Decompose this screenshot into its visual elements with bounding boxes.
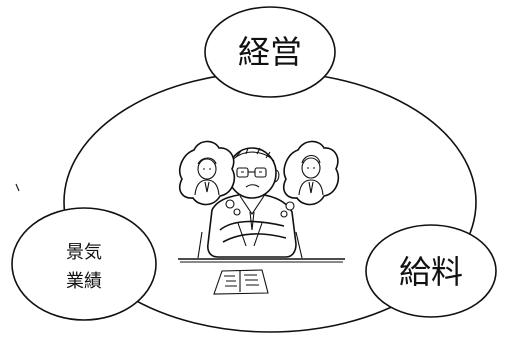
node-salary-label: 給料 [399,253,463,291]
ring-tick-mark [15,183,20,192]
node-performance-label: 業績 [66,271,102,292]
node-salary: 給料 [365,224,497,318]
node-management: 経営 [204,6,336,98]
node-economy-label: 景気 [66,242,102,263]
thought-bubble-left-icon [178,140,241,216]
thought-bubble-right-icon [280,140,340,218]
node-management-label: 経営 [238,33,302,71]
node-economy-performance: 景気 業績 [11,207,157,321]
document-icon [213,269,269,295]
thinking-manager-icon [178,140,345,295]
